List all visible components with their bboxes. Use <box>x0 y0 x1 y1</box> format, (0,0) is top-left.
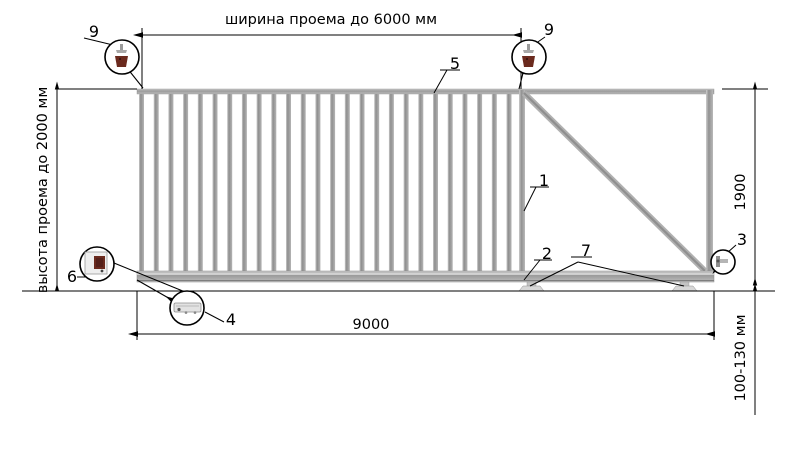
control-unit-icon <box>84 251 108 275</box>
callout-label-3: 3 <box>737 230 747 249</box>
callout-label-4: 4 <box>226 310 236 329</box>
picket <box>256 94 262 272</box>
picket <box>447 94 453 272</box>
callout-label-9a: 9 <box>89 22 99 41</box>
callout-label-1: 1 <box>539 171 549 190</box>
picket <box>506 94 512 272</box>
counterweight-rear-post <box>706 90 713 272</box>
callout-label-6: 6 <box>67 267 77 286</box>
leader-7-right <box>577 261 685 287</box>
picket <box>183 94 189 272</box>
leaf-height-label: 1900 <box>733 174 749 211</box>
picket-infill <box>139 94 512 272</box>
leader-9a <box>83 37 114 46</box>
leader-1 <box>523 186 537 212</box>
picket <box>168 94 174 272</box>
detail-bubble-4[interactable] <box>169 290 205 326</box>
roller-supports <box>518 281 698 292</box>
end-roller-icon <box>716 256 728 267</box>
picket <box>286 94 291 272</box>
diagonal-brace-shadow <box>523 92 706 272</box>
leader-7-left <box>529 261 579 287</box>
picket <box>344 94 350 272</box>
dimension-leaf-height: 1900 <box>714 81 768 292</box>
picket <box>300 94 306 272</box>
picket <box>433 94 438 272</box>
detail-bubble-9a[interactable] <box>104 39 140 75</box>
picket <box>315 94 321 272</box>
leader-5 <box>433 69 448 94</box>
gate-top-rail <box>136 88 715 95</box>
callout-label-7: 7 <box>581 241 591 260</box>
leader-2 <box>523 259 541 281</box>
picket <box>227 94 233 272</box>
callout-label-2: 2 <box>542 244 552 263</box>
roller-carriage-icon <box>173 302 202 314</box>
picket <box>241 94 247 272</box>
picket <box>153 94 159 272</box>
dimension-total-length: 9000 <box>128 291 715 340</box>
picket <box>359 94 365 272</box>
counterweight-front-post <box>519 90 525 272</box>
opening-width-label: ширина проема до 6000 мм <box>225 12 437 28</box>
picket <box>271 94 277 272</box>
picket <box>477 94 483 272</box>
leader-4 <box>204 311 225 323</box>
roller-support-far <box>671 281 698 292</box>
picket <box>491 94 497 272</box>
catcher-icon <box>115 44 128 67</box>
picket <box>212 94 218 272</box>
detail-bubble-3[interactable] <box>710 249 736 275</box>
dimension-opening-height: высота проема до 2000 мм <box>35 81 137 294</box>
picket <box>418 94 424 272</box>
picket <box>374 94 380 272</box>
picket <box>139 94 144 272</box>
total-length-label: 9000 <box>353 317 390 333</box>
gate-leaf <box>136 88 715 283</box>
detail-bubble-9b[interactable] <box>511 39 547 75</box>
picket <box>403 94 409 272</box>
callout-label-5: 5 <box>450 54 460 73</box>
ground-clearance-label: 100-130 мм <box>733 314 749 401</box>
roller-support-near <box>518 281 545 292</box>
catcher-icon <box>522 44 535 67</box>
picket <box>330 94 336 272</box>
picket <box>462 94 468 272</box>
picket <box>197 94 203 272</box>
callout-label-9b: 9 <box>544 20 554 39</box>
opening-height-label: высота проема до 2000 мм <box>35 87 51 294</box>
gate-bottom-rail <box>136 270 715 283</box>
picket <box>388 94 394 272</box>
dimension-ground-clearance: 100-130 мм <box>733 283 758 415</box>
dimension-opening-width: ширина проема до 6000 мм <box>133 12 522 89</box>
detail-bubble-6[interactable] <box>79 246 115 282</box>
callout-numbers: 9 9 5 1 2 7 3 6 4 <box>67 20 747 329</box>
leader-4-target <box>136 279 174 303</box>
